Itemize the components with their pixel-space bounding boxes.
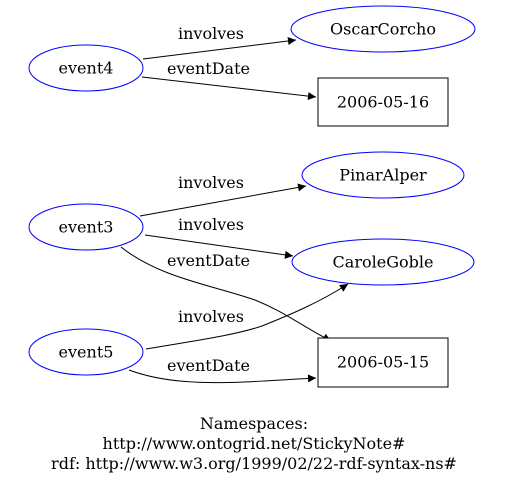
node-label: event4 — [59, 59, 114, 78]
namespace-stickynote: http://www.ontogrid.net/StickyNote# — [103, 434, 406, 453]
edge-label: involves — [178, 173, 244, 192]
node-event3: event3 — [28, 203, 144, 251]
edge-line — [128, 369, 317, 384]
edge-label: involves — [178, 24, 244, 43]
node-event4: event4 — [28, 44, 144, 92]
edge-label: involves — [178, 215, 244, 234]
edge-line — [142, 37, 297, 60]
node-label: OscarCorcho — [330, 20, 436, 39]
node-label: event3 — [59, 218, 114, 237]
edge-label: eventDate — [167, 59, 250, 78]
edge-event5-eventdate: eventDate — [128, 356, 317, 384]
edge-event3-eventdate: eventDate — [120, 246, 332, 342]
namespace-rdf: rdf: http://www.w3.org/1999/02/22-rdf-sy… — [51, 454, 457, 473]
node-event5: event5 — [28, 328, 144, 376]
node-label: event5 — [59, 343, 114, 362]
edge-label: eventDate — [167, 356, 250, 375]
edge-line — [145, 283, 349, 350]
node-date-2006-05-16: 2006-05-16 — [317, 77, 449, 127]
node-label: CaroleGoble — [333, 253, 434, 272]
node-label: 2006-05-15 — [337, 353, 429, 372]
edge-line — [141, 76, 317, 101]
edge-event3-involves-pinar: involves — [139, 173, 307, 217]
namespaces-title: Namespaces: — [200, 414, 308, 433]
edge-event4-involves: involves — [142, 24, 297, 60]
edge-line — [120, 246, 332, 342]
node-label: 2006-05-16 — [337, 93, 429, 112]
node-oscarcorcho: OscarCorcho — [290, 5, 476, 53]
edge-label: eventDate — [167, 251, 250, 270]
node-label: PinarAlper — [339, 166, 427, 185]
edge-line — [144, 234, 294, 259]
node-pinaralper: PinarAlper — [301, 151, 465, 199]
namespaces-legend: Namespaces: http://www.ontogrid.net/Stic… — [51, 414, 457, 473]
edge-event5-involves: involves — [145, 283, 349, 350]
node-date-2006-05-15: 2006-05-15 — [317, 337, 449, 388]
edge-event4-eventdate: eventDate — [141, 59, 317, 101]
edge-event3-involves-carole: involves — [144, 215, 294, 259]
edge-label: involves — [178, 307, 244, 326]
edge-line — [139, 183, 307, 217]
node-carolegoble: CaroleGoble — [291, 238, 475, 286]
